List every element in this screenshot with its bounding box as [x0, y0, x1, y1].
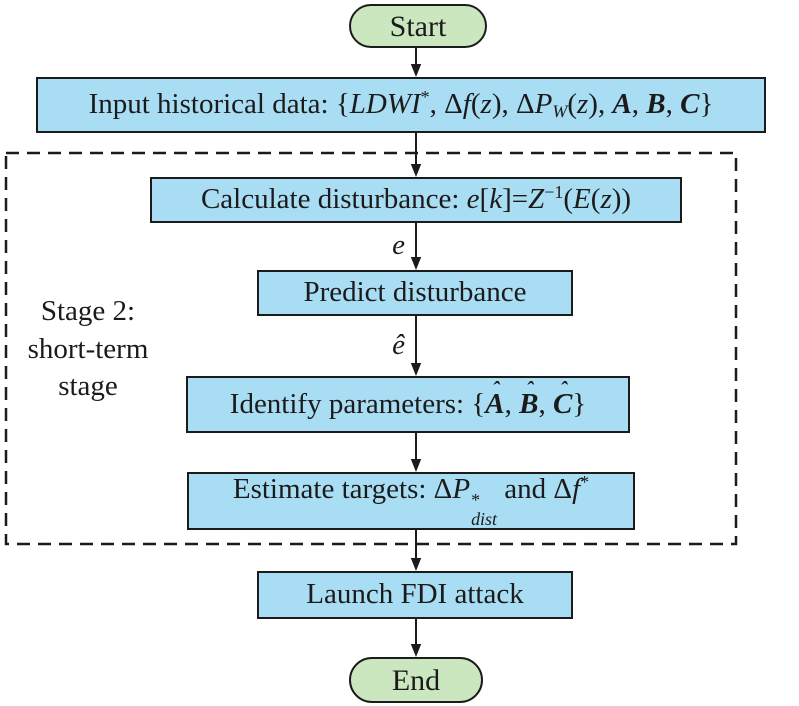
edge-label-e: e — [392, 229, 405, 261]
stage2-label-line3: stage — [58, 370, 118, 403]
end-terminal: End — [349, 657, 483, 703]
arrow-estimate-to-launch — [410, 530, 422, 571]
stage2-label-line1: Stage 2: — [40, 295, 136, 327]
node-launch-label: Launch FDI attack — [306, 578, 524, 611]
node-input-historical-data: Input historical data: {LDWI*, Δf(z), ΔP… — [36, 77, 766, 133]
node-input-label: Input historical data: {LDWI*, Δf(z), ΔP… — [88, 87, 714, 122]
node-launch-fdi-attack: Launch FDI attack — [257, 571, 573, 619]
start-terminal: Start — [349, 4, 487, 48]
start-label: Start — [389, 9, 447, 43]
end-label: End — [391, 663, 441, 697]
arrow-launch-to-end — [410, 619, 422, 657]
node-estimate-label: Estimate targets: ΔP*dist and Δf* — [232, 471, 590, 529]
node-predict-disturbance: Predict disturbance — [257, 270, 573, 316]
stage2-label-line2: short-term — [27, 332, 149, 365]
stage2-label: Stage 2: short-term stage — [8, 293, 168, 406]
arrow-identify-to-estimate — [410, 433, 422, 472]
edge-label-e-hat: ê — [392, 329, 405, 361]
node-estimate-targets: Estimate targets: ΔP*dist and Δf* — [187, 472, 635, 530]
node-calculate-label: Calculate disturbance: e[k]=Z−1(E(z)) — [200, 182, 632, 216]
arrow-predict-to-identify — [410, 316, 422, 376]
arrow-start-to-input — [410, 48, 422, 77]
node-predict-label: Predict disturbance — [303, 276, 527, 309]
node-calculate-disturbance: Calculate disturbance: e[k]=Z−1(E(z)) — [150, 177, 682, 223]
arrow-calculate-to-predict — [410, 223, 422, 270]
arrow-input-to-calculate — [410, 133, 422, 177]
stage2-dashed-border — [4, 151, 738, 546]
